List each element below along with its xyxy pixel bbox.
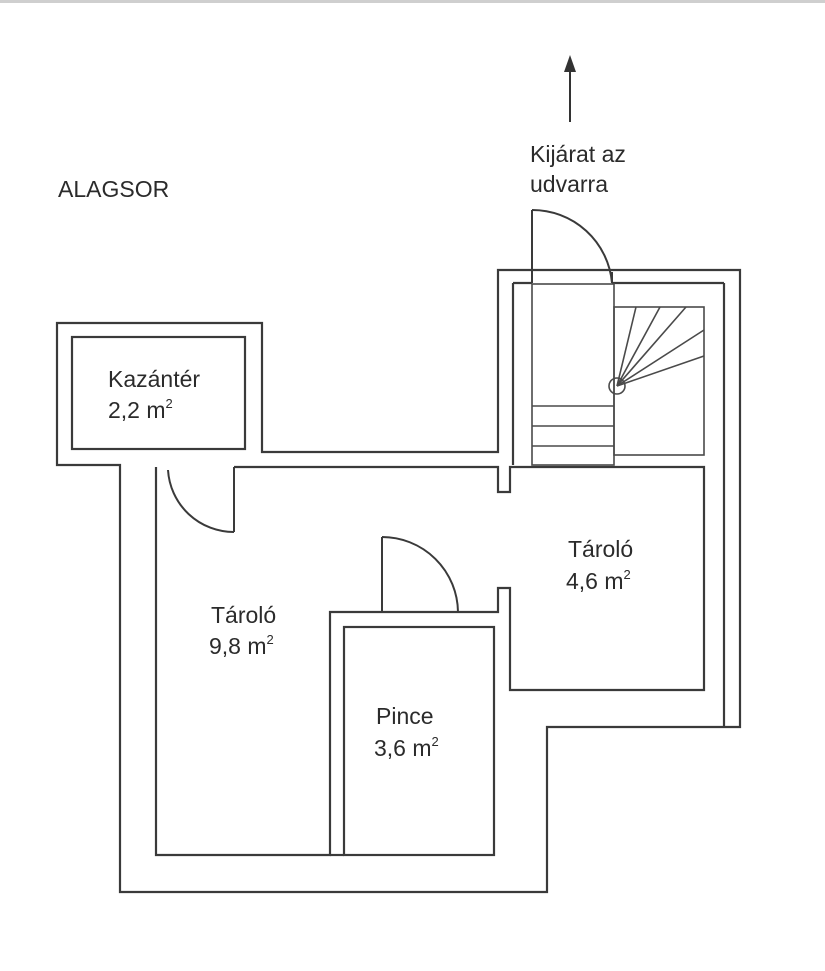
- storage-large-walls: [154, 465, 706, 857]
- floor-title: ALAGSOR: [58, 176, 169, 202]
- storage-door: [167, 467, 235, 534]
- room-area-storage-large: 9,8 m2: [209, 632, 274, 659]
- boiler-room-walls: [70, 335, 247, 451]
- room-area-boiler-exp: 2: [166, 396, 173, 411]
- exit-label-line1: Kijárat az: [530, 141, 626, 167]
- room-area-storage-small-exp: 2: [624, 567, 631, 582]
- room-area-storage-small-value: 4,6 m: [566, 568, 624, 594]
- room-area-cellar: 3,6 m2: [374, 734, 439, 761]
- room-area-boiler: 2,2 m2: [108, 396, 173, 423]
- exit-arrow-icon: [564, 55, 576, 122]
- room-area-storage-large-value: 9,8 m: [209, 633, 267, 659]
- staircase: [531, 283, 705, 466]
- exit-label-line2: udvarra: [530, 171, 608, 197]
- cellar-door: [381, 536, 459, 613]
- room-name-boiler: Kazántér: [108, 366, 200, 392]
- room-area-storage-small: 4,6 m2: [566, 567, 631, 594]
- room-name-storage-small: Tároló: [568, 536, 633, 562]
- cellar-walls: [342, 625, 496, 857]
- room-area-cellar-value: 3,6 m: [374, 735, 432, 761]
- outer-wall: [55, 268, 742, 894]
- room-area-cellar-exp: 2: [432, 734, 439, 749]
- room-name-cellar: Pince: [376, 703, 434, 729]
- room-name-storage-large: Tároló: [211, 602, 276, 628]
- exit-door: [531, 208, 613, 284]
- top-border: [0, 0, 825, 3]
- stairwell: [511, 281, 726, 727]
- room-area-boiler-value: 2,2 m: [108, 397, 166, 423]
- room-area-storage-large-exp: 2: [267, 632, 274, 647]
